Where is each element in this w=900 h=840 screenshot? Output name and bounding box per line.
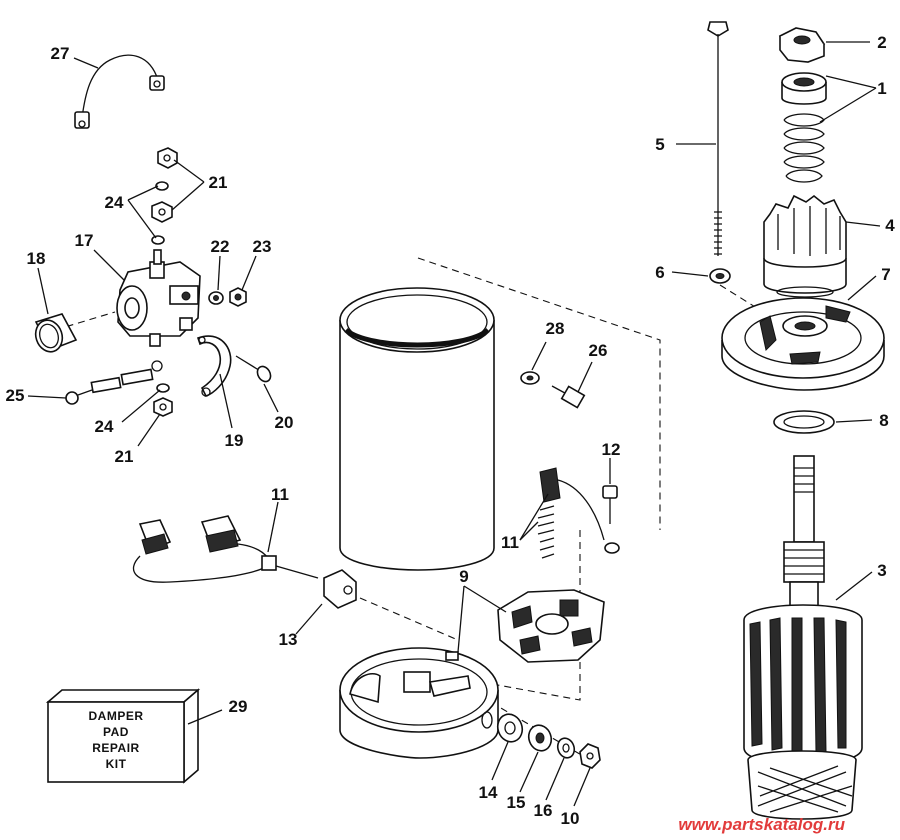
part-20-screw	[235, 355, 272, 383]
part-21-24-upper-hardware	[151, 147, 178, 245]
callout-15: 15	[507, 793, 526, 812]
callout-14: 14	[479, 783, 498, 802]
callout-6: 6	[655, 263, 664, 282]
callout-22: 22	[211, 237, 230, 256]
watermark-text: www.partskatalog.ru	[678, 815, 845, 834]
callout-5: 5	[655, 135, 664, 154]
callout-25: 25	[6, 386, 25, 405]
kit-label-line-4: KIT	[106, 757, 127, 771]
callout-12: 12	[602, 440, 621, 459]
part-18-sleeve	[34, 313, 78, 353]
part-11-brush-set-left	[132, 515, 319, 583]
part-4-drive-pinion	[763, 194, 847, 298]
part-19-bracket-strap	[196, 335, 232, 397]
parts-14-15-16-10-washers-nut	[496, 713, 601, 769]
part-1-collar-spring	[781, 72, 827, 183]
callout-1: 1	[877, 79, 886, 98]
callout-23: 23	[253, 237, 272, 256]
part-29-damper-pad-repair-kit: DAMPER PAD REPAIR KIT	[45, 688, 201, 784]
part-2-nut	[778, 27, 826, 63]
callout-26: 26	[589, 341, 608, 360]
kit-label-line-2: PAD	[103, 725, 129, 739]
part-8-thrust-washer	[773, 410, 835, 434]
callout-7: 7	[881, 265, 890, 284]
part-28-26-washer-bolt	[520, 371, 586, 409]
callout-27: 27	[51, 44, 70, 63]
callout-24-upper: 24	[105, 193, 124, 212]
callout-16: 16	[534, 801, 553, 820]
part-12-screw	[602, 485, 618, 524]
callout-9: 9	[459, 567, 468, 586]
callout-28: 28	[546, 319, 565, 338]
callout-11-right: 11	[501, 533, 519, 552]
callout-2: 2	[877, 33, 886, 52]
callout-29: 29	[229, 697, 248, 716]
commutator-end-cap	[339, 647, 499, 759]
callout-19: 19	[225, 431, 244, 450]
callout-4: 4	[885, 216, 895, 235]
part-5-through-bolt	[707, 21, 729, 256]
part-17-solenoid	[116, 249, 201, 347]
callout-13: 13	[279, 630, 298, 649]
part-22-23-nuts	[208, 287, 247, 307]
callout-17: 17	[75, 231, 94, 250]
callout-8: 8	[879, 411, 888, 430]
part-27-ground-cable	[74, 54, 165, 129]
leader-lines	[27, 41, 881, 807]
part-11-brush-spring-right	[537, 467, 620, 559]
part-6-washer	[709, 268, 731, 284]
callout-3: 3	[877, 561, 886, 580]
part-7-drive-end-head	[721, 297, 885, 391]
part-24-21-lower-hardware	[153, 383, 173, 417]
kit-label-line-3: REPAIR	[92, 741, 139, 755]
callout-10: 10	[561, 809, 580, 828]
part-3-armature	[743, 455, 863, 820]
part-13-terminal-block	[323, 569, 357, 609]
part-9-brush-holder	[497, 589, 605, 663]
callout-21-upper: 21	[209, 173, 228, 192]
starter-frame-housing	[339, 287, 495, 571]
callout-18: 18	[27, 249, 46, 268]
callout-20: 20	[275, 413, 294, 432]
callout-11-left: 11	[271, 485, 289, 504]
callout-21-lower: 21	[115, 447, 134, 466]
part-25-lead-wire	[65, 360, 163, 405]
callout-labels: 27 21 24 17 22 23 18 25 24 20 19 21 28 2…	[6, 33, 896, 828]
callout-24-lower: 24	[95, 417, 114, 436]
kit-label-line-1: DAMPER	[88, 709, 143, 723]
